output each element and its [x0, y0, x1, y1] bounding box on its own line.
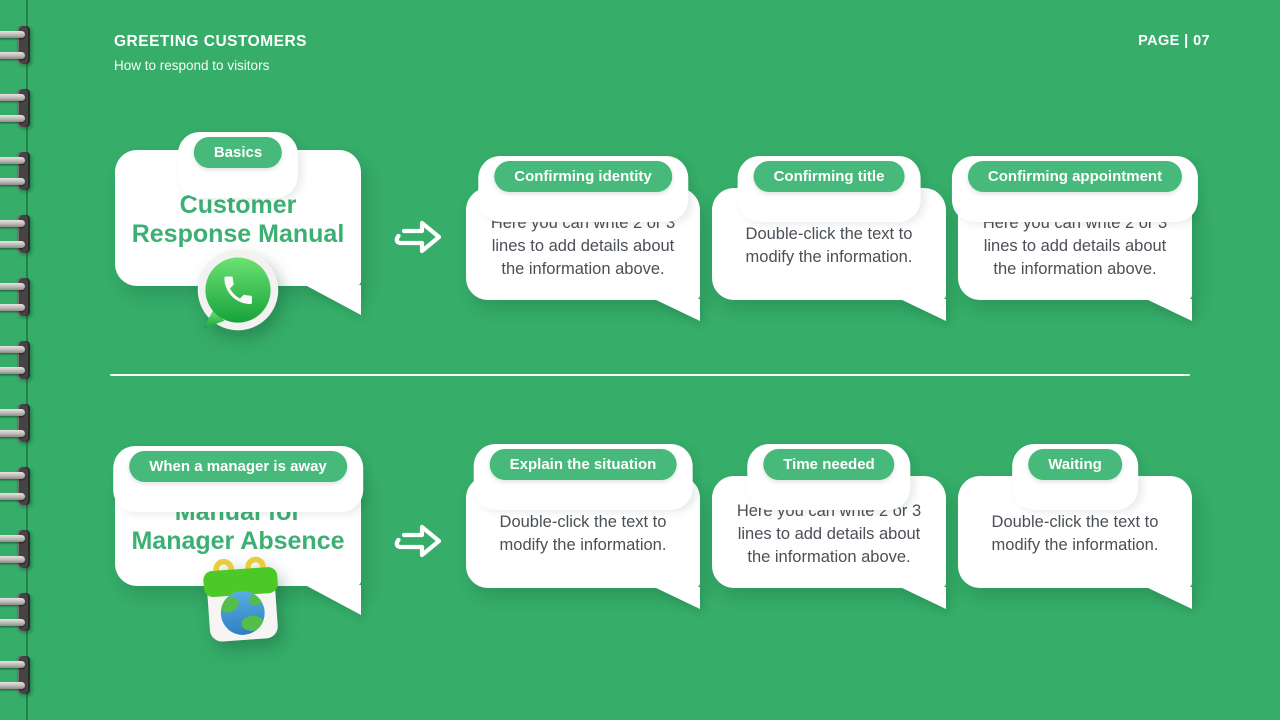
- divider-line: [110, 374, 1190, 376]
- binding-ring: [0, 530, 34, 568]
- binding-ring: [0, 404, 34, 442]
- card-tail: [900, 299, 946, 321]
- lead-card-manager-absence[interactable]: When a manager is away Manual for Manage…: [113, 446, 363, 642]
- card-tail: [654, 299, 700, 321]
- slide-title[interactable]: GREETING CUSTOMERS: [114, 33, 308, 50]
- binding-ring: [0, 278, 34, 316]
- step-card[interactable]: Confirming title Double-click the text t…: [712, 156, 946, 321]
- slide-subtitle[interactable]: How to respond to visitors: [114, 58, 270, 73]
- step-card[interactable]: Waiting Double-click the text to modify …: [958, 444, 1192, 609]
- step-body[interactable]: Double-click the text to modify the info…: [745, 225, 913, 266]
- step-card[interactable]: Confirming appointment Here you can writ…: [951, 156, 1199, 321]
- binding-ring: [0, 593, 34, 631]
- binding-ring: [0, 341, 34, 379]
- step-body[interactable]: Double-click the text to modify the info…: [991, 513, 1159, 554]
- binding-ring: [0, 26, 34, 64]
- step-badge[interactable]: Confirming appointment: [951, 156, 1199, 222]
- lead-badge[interactable]: When a manager is away: [113, 446, 363, 512]
- card-tail: [305, 285, 361, 315]
- step-body[interactable]: Double-click the text to modify the info…: [499, 513, 667, 554]
- card-tail: [305, 585, 361, 615]
- page-number: PAGE | 07: [1138, 33, 1210, 49]
- step-card[interactable]: Time needed Here you can write 2 or 3 li…: [712, 444, 946, 609]
- arrow-right-icon: [394, 519, 442, 563]
- binding-ring: [0, 152, 34, 190]
- card-tail: [900, 587, 946, 609]
- card-tail: [1146, 587, 1192, 609]
- binding-ring: [0, 89, 34, 127]
- lead-badge[interactable]: Basics: [177, 132, 299, 198]
- card-tail: [1146, 299, 1192, 321]
- calendar-icon[interactable]: [192, 552, 292, 646]
- step-card[interactable]: Explain the situation Double-click the t…: [466, 444, 700, 609]
- step-badge[interactable]: Time needed: [747, 444, 911, 510]
- step-badge[interactable]: Waiting: [1012, 444, 1138, 510]
- step-badge[interactable]: Explain the situation: [473, 444, 693, 510]
- step-badge[interactable]: Confirming identity: [478, 156, 688, 222]
- whatsapp-icon[interactable]: [192, 246, 284, 338]
- binding-ring: [0, 215, 34, 253]
- lead-card-basics[interactable]: Basics Customer Response Manual: [115, 132, 361, 331]
- step-badge[interactable]: Confirming title: [737, 156, 921, 222]
- binding-ring: [0, 467, 34, 505]
- step-card[interactable]: Confirming identity Here you can write 2…: [466, 156, 700, 321]
- card-tail: [654, 587, 700, 609]
- step-body[interactable]: Here you can write 2 or 3 lines to add d…: [736, 501, 922, 566]
- binding-ring: [0, 656, 34, 694]
- arrow-right-icon: [394, 215, 442, 259]
